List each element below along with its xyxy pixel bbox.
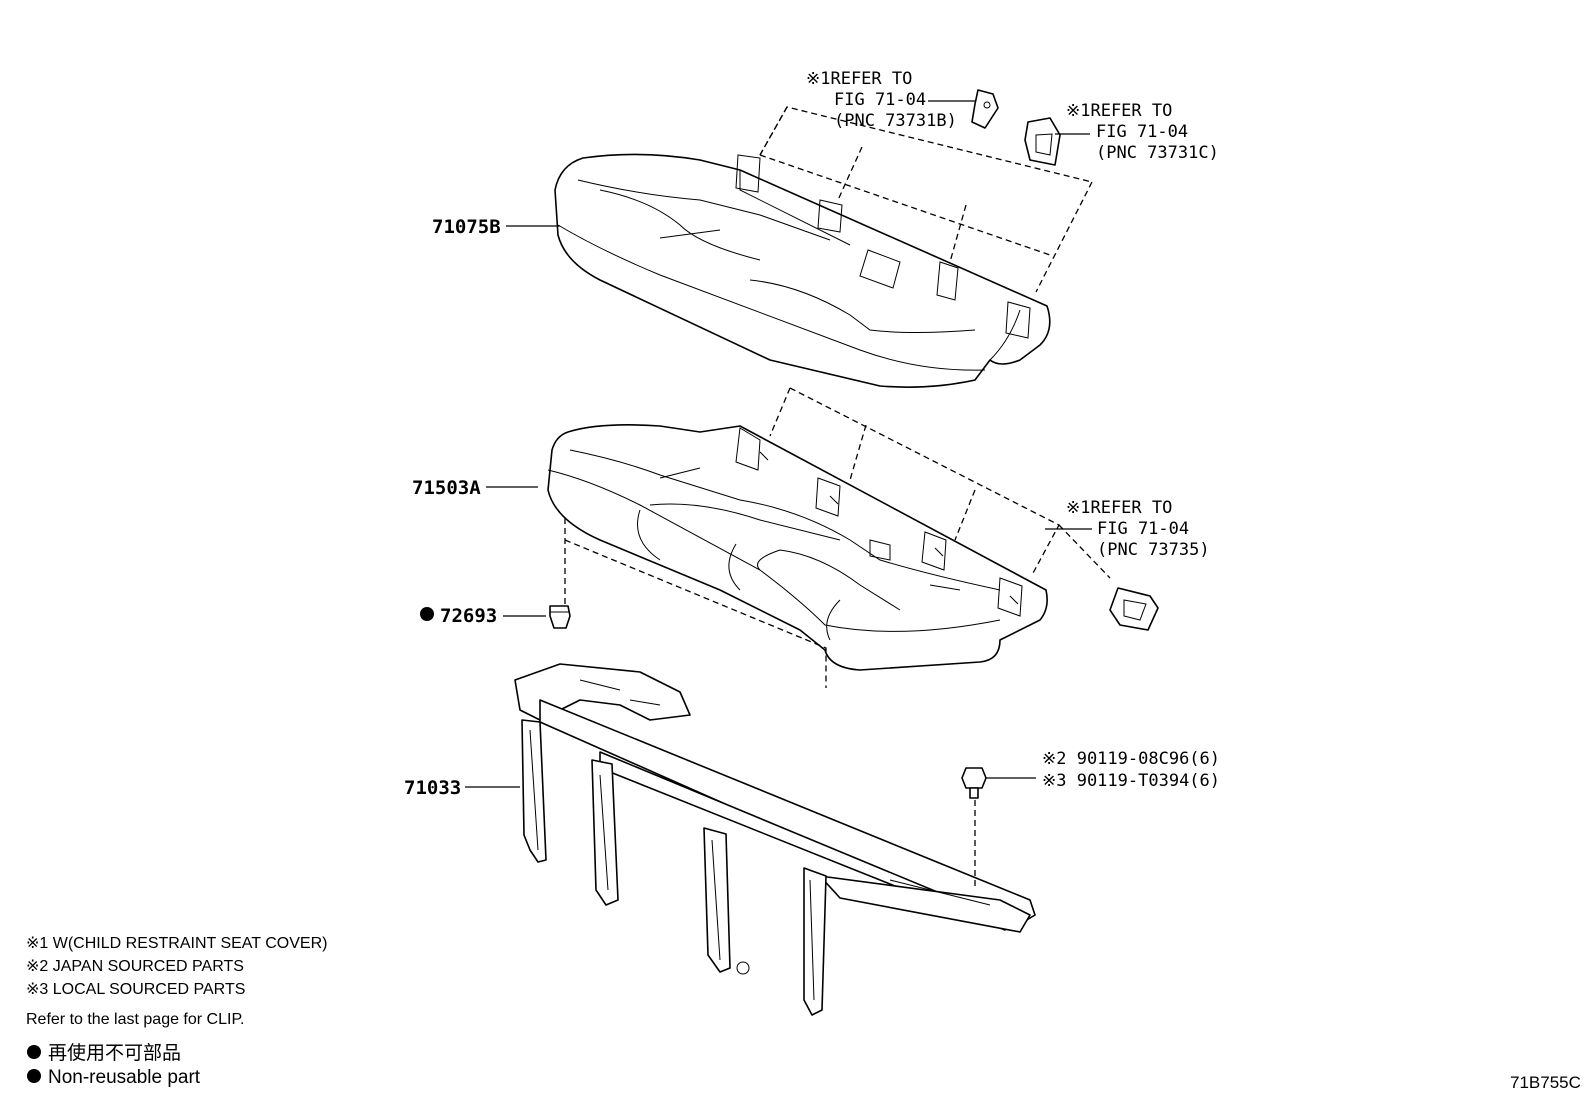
ref-73735: ※1REFER TO FIG 71-04 (PNC 73735) [1066, 498, 1210, 560]
ref-73731b: ※1REFER TO FIG 71-04 (PNC 73731B) [806, 69, 957, 131]
bracket-73731b-illustration [971, 89, 999, 129]
part-label-71503a[interactable]: 71503A [412, 477, 481, 499]
cushion-guides [564, 387, 1111, 688]
leader-lines [465, 100, 1092, 788]
seat-cover-guides [759, 106, 1093, 293]
bracket-73731c-illustration [1024, 117, 1061, 166]
part-label-72693[interactable]: 72693 [440, 605, 497, 627]
part-label-71075b[interactable]: 71075B [432, 216, 501, 238]
bracket-73735-illustration [1109, 587, 1159, 631]
ref-73731c-line2[interactable]: FIG 71-04 [1096, 122, 1188, 142]
ref-73731b-line3[interactable]: (PNC 73731B) [834, 111, 957, 131]
cushion-pad-illustration [547, 424, 1048, 671]
figure-id: 71B755C [1510, 1073, 1581, 1092]
bolt-local-label[interactable]: ※3 90119-T0394(6) [1042, 771, 1220, 791]
note-3: ※3 LOCAL SOURCED PARTS [26, 981, 245, 998]
ref-73735-line2[interactable]: FIG 71-04 [1097, 519, 1189, 539]
note-1: ※1 W(CHILD RESTRAINT SEAT COVER) [26, 935, 327, 952]
bolt-illustration [961, 767, 987, 890]
clip-72693-illustration [549, 605, 571, 629]
legend-en: Non-reusable part [48, 1067, 201, 1088]
ref-73731b-line2[interactable]: FIG 71-04 [834, 90, 926, 110]
legend-jp: 再使用不可部品 [48, 1042, 181, 1064]
legend-dot-en [27, 1069, 41, 1083]
ref-73735-line3[interactable]: (PNC 73735) [1097, 540, 1210, 560]
seat-cover-illustration [554, 153, 1051, 388]
ref-73731c: ※1REFER TO FIG 71-04 (PNC 73731C) [1066, 101, 1219, 163]
non-reusable-dot [420, 607, 434, 621]
part-label-71033[interactable]: 71033 [404, 777, 461, 799]
ref-73731c-line1: ※1REFER TO [1066, 101, 1172, 121]
legend-dot-jp [27, 1045, 41, 1059]
note-2: ※2 JAPAN SOURCED PARTS [26, 958, 244, 975]
clip-note: Refer to the last page for CLIP. [26, 1011, 245, 1028]
ref-73731b-line1: ※1REFER TO [806, 69, 912, 89]
ref-73735-line1: ※1REFER TO [1066, 498, 1172, 518]
frame-illustration [514, 663, 1036, 1016]
bolt-japan-label[interactable]: ※2 90119-08C96(6) [1042, 749, 1220, 769]
ref-73731c-line3[interactable]: (PNC 73731C) [1096, 143, 1219, 163]
